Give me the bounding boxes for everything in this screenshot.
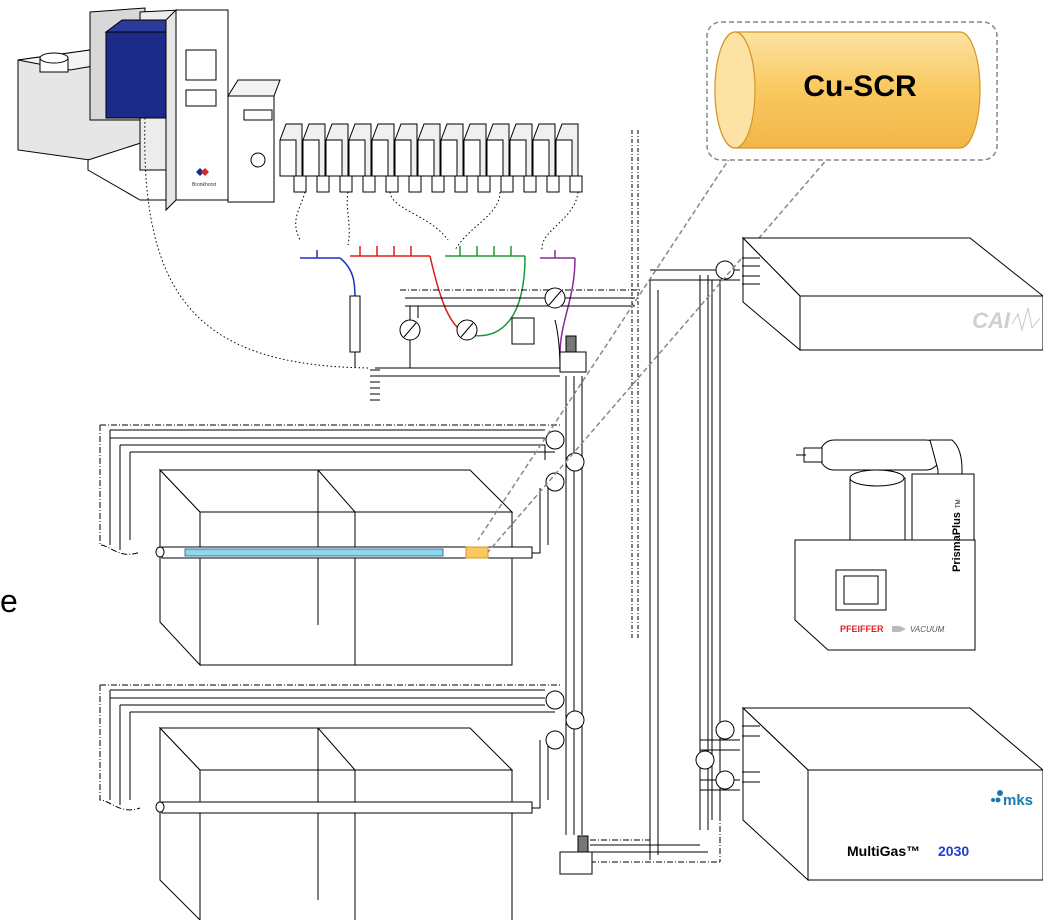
switch-valve-bottom	[559, 835, 593, 875]
mfc-connector	[523, 175, 537, 193]
mfc-connector	[500, 175, 514, 193]
mfc-connector	[339, 175, 353, 193]
mfc-connector	[477, 175, 491, 193]
mfc-connector	[569, 175, 583, 193]
mfc-front	[555, 139, 573, 177]
mfc-connector	[546, 175, 560, 193]
switch-valve-top	[559, 335, 587, 373]
mfc-connector	[362, 175, 376, 193]
mfc-front	[394, 139, 412, 177]
purple-manifold	[540, 250, 576, 356]
mfc-front	[348, 139, 366, 177]
cai-logo: CAI	[972, 308, 1011, 333]
mfc-front	[325, 139, 343, 177]
mfc-front	[463, 139, 481, 177]
prisma-label: PrismaPlus	[951, 512, 963, 572]
water-saturator	[349, 295, 380, 401]
mfc-connector	[408, 175, 422, 193]
furnace-2	[158, 726, 514, 920]
mfc-front	[509, 139, 527, 177]
brand-left-label: Bronkhorst	[192, 182, 217, 188]
reactor-tube-1	[155, 546, 533, 559]
mfc-front	[302, 139, 320, 177]
navy-front	[105, 31, 167, 119]
mfc-front	[279, 139, 297, 177]
mfc-connector	[431, 175, 445, 193]
signal-dotted-links	[144, 117, 579, 369]
mfc-connector	[454, 175, 468, 193]
cai-wave-icon	[1011, 307, 1041, 332]
pfeiffer-arrow-icon	[892, 626, 906, 632]
mks-logo: mks	[1003, 792, 1033, 809]
prisma-tm: TM	[956, 499, 962, 508]
mfc-front	[486, 139, 504, 177]
brand-left-logo	[196, 168, 209, 176]
mfc-front	[440, 139, 458, 177]
mfc-front	[532, 139, 550, 177]
blue-manifold	[300, 250, 356, 301]
multigas-analyzer	[741, 706, 1043, 882]
cu-scr-label: Cu-SCR	[803, 70, 917, 103]
mfc-connector	[316, 175, 330, 193]
mfc-connector	[293, 175, 307, 193]
mfc-connector	[385, 175, 399, 193]
cai-analyzer	[741, 236, 1043, 352]
multigas-number: 2030	[938, 843, 969, 859]
gas-supply-equipment	[17, 7, 583, 212]
valves	[399, 260, 735, 790]
multigas-label: MultiGas™	[847, 843, 920, 859]
cu-scr-callout: Cu-SCR	[477, 21, 998, 553]
mfc-front	[371, 139, 389, 177]
reactor-tube-2	[155, 801, 533, 814]
mass-flow-controllers	[279, 123, 583, 193]
mfc-front	[417, 139, 435, 177]
vacuum-label: VACUUM	[910, 625, 945, 634]
green-manifold	[445, 246, 526, 337]
prismaplus-ms	[794, 439, 976, 651]
furnace-1	[158, 468, 514, 667]
pfeiffer-label: PFEIFFER	[840, 624, 884, 634]
mks-logo-dots	[991, 790, 1003, 803]
edge-letter: e	[0, 583, 18, 619]
